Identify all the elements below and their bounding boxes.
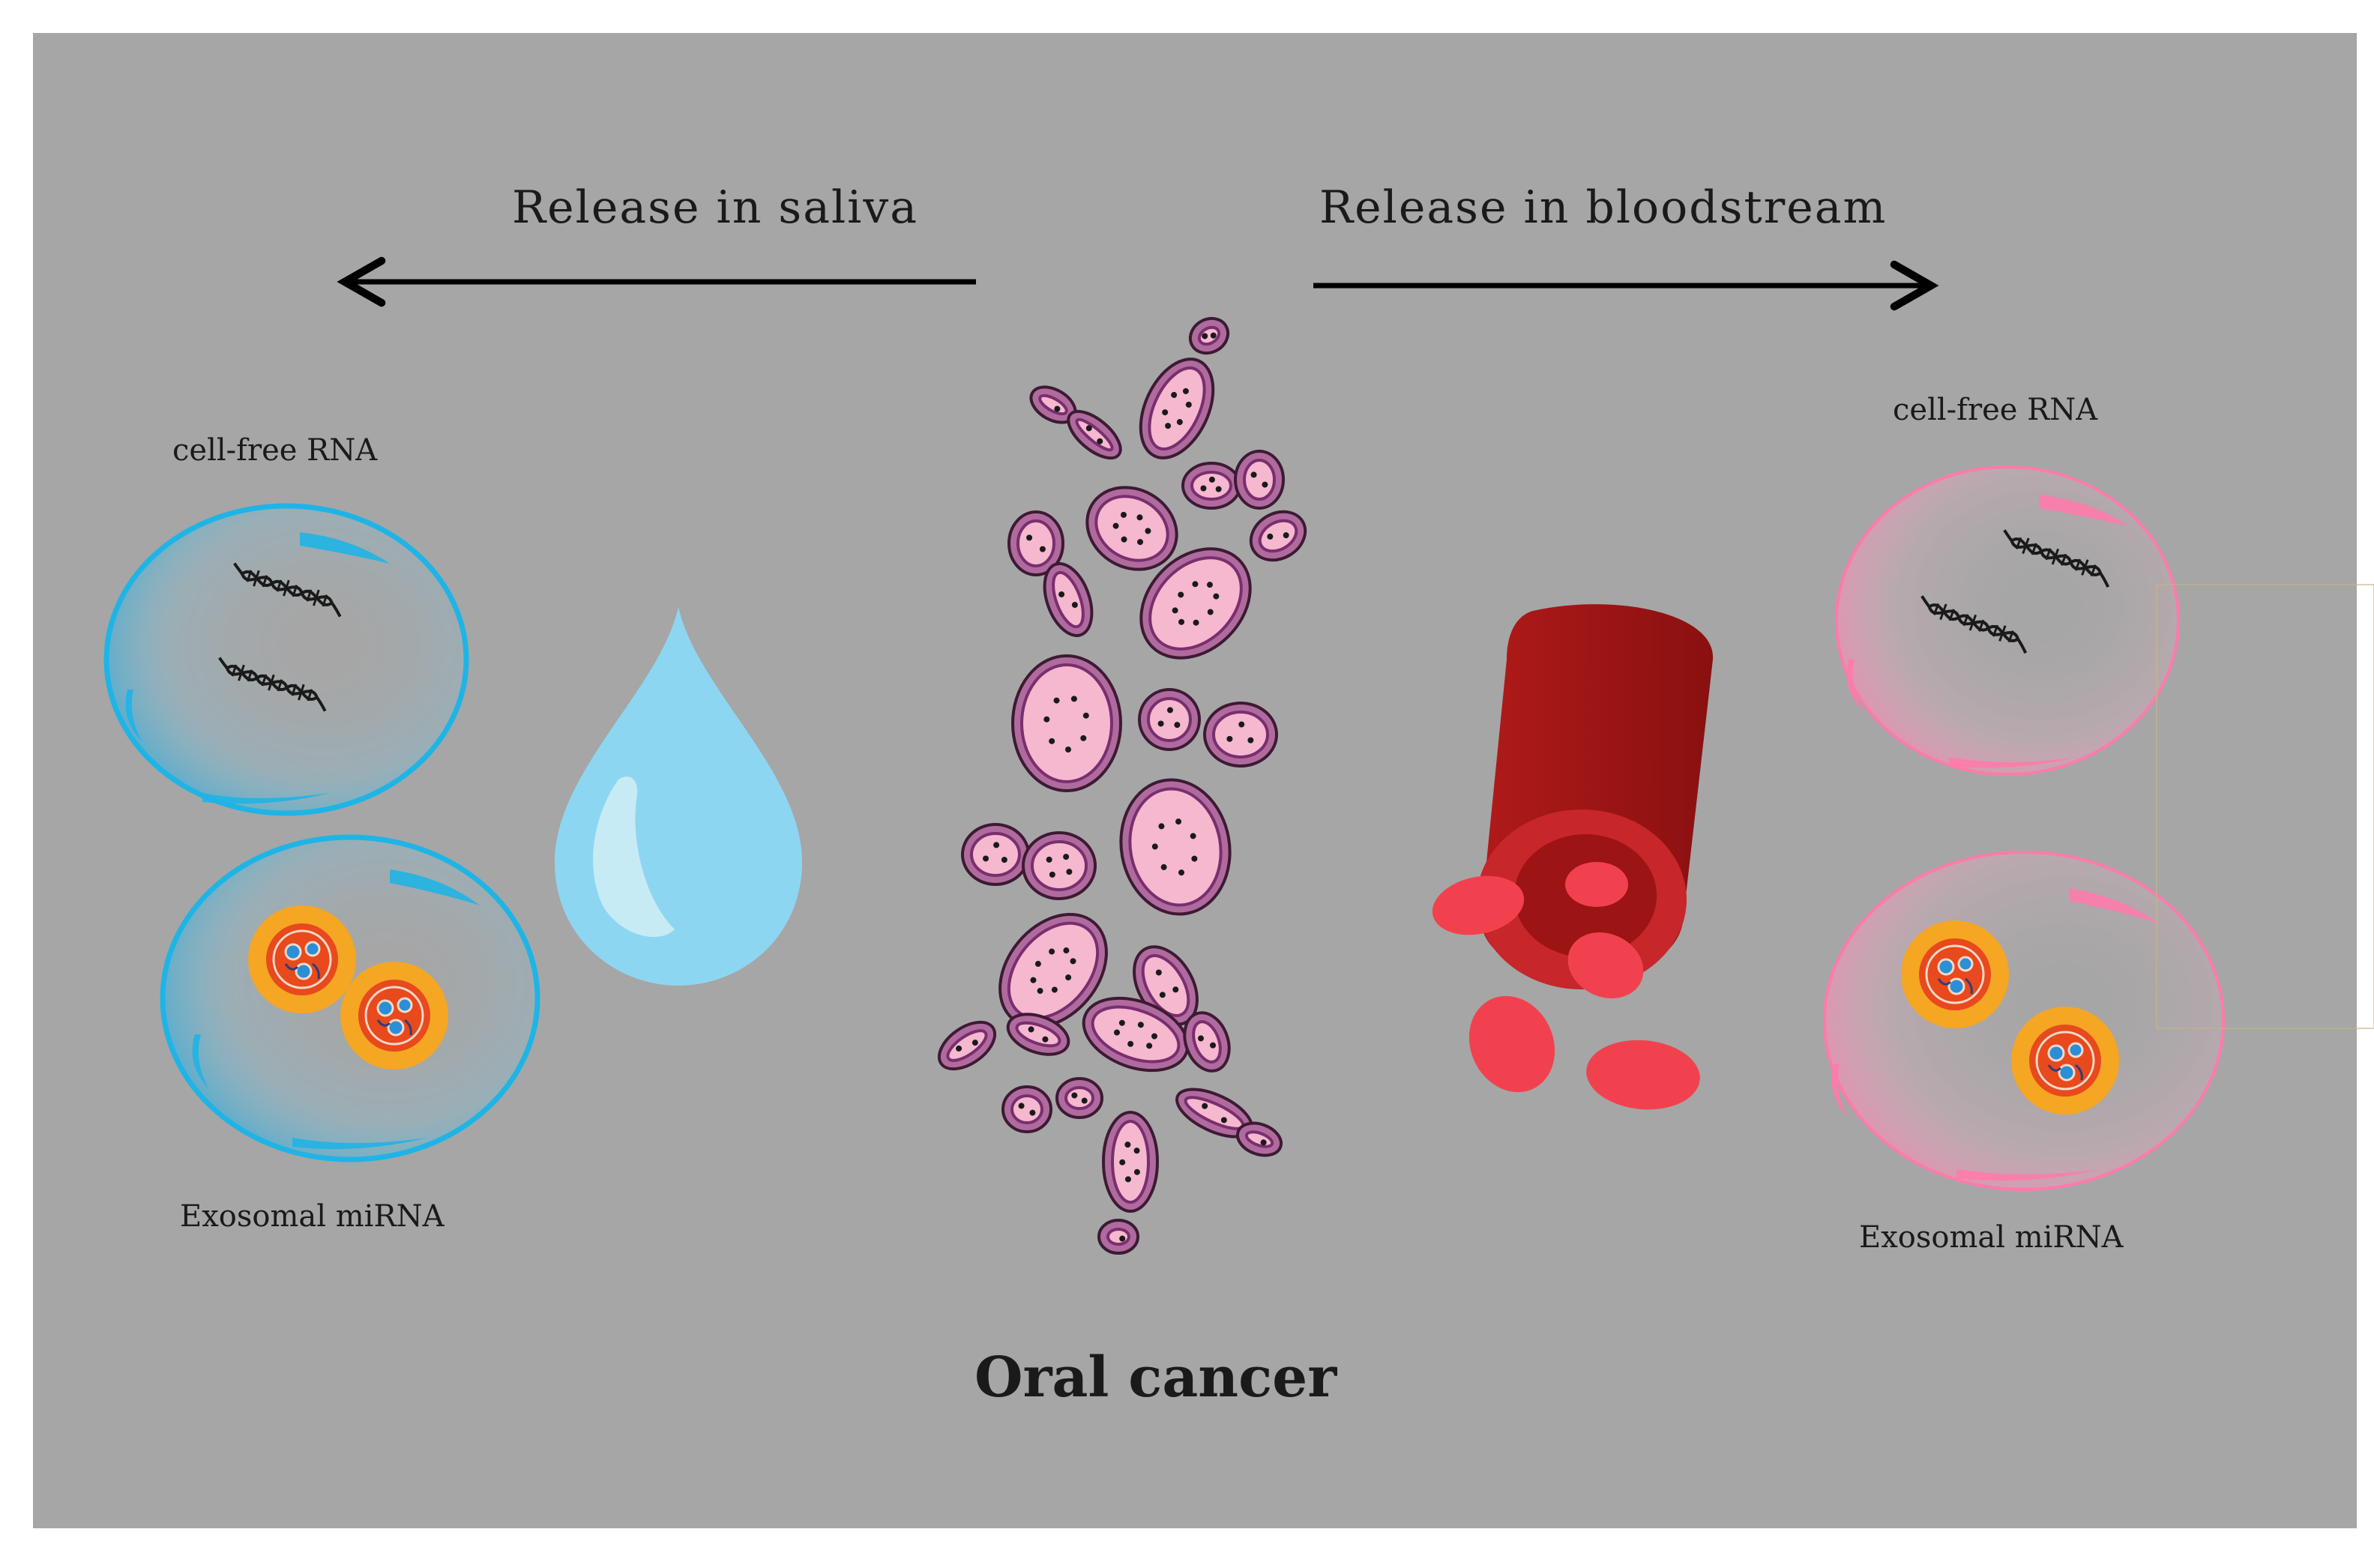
tumor-cell [1001, 1085, 1052, 1133]
right-exosomal-label: Exosomal miRNA [1859, 1220, 2124, 1255]
tumor-cell [1102, 1111, 1159, 1213]
tumor-cell [1188, 316, 1230, 355]
tumor-cell [1249, 510, 1307, 562]
left-cfrna-label: cell-free RNA [172, 433, 378, 468]
tumor-cell [1029, 385, 1077, 424]
tumor-cell [1067, 409, 1122, 460]
blood-exosome-vesicle [1823, 851, 2225, 1191]
red-blood-cell [1468, 995, 1555, 1093]
tumor-cell [1234, 450, 1285, 510]
tumor-cell [1007, 510, 1064, 576]
exosome-icon [339, 960, 450, 1071]
tumor-cell [1011, 654, 1122, 792]
tumor-cell [1139, 358, 1215, 459]
tumor-cell [1082, 996, 1190, 1073]
tumor-cell [937, 1020, 997, 1071]
right-cfrna-label: cell-free RNA [1893, 393, 2098, 427]
exosome-icon [247, 904, 358, 1015]
blood-vessel-icon [1477, 604, 1714, 989]
exosome-icon [2010, 1005, 2121, 1116]
red-blood-cells [1432, 862, 1700, 1110]
tumor-cell [1235, 1121, 1283, 1157]
saliva-droplet-icon [555, 607, 802, 986]
tumor-cell [1055, 1077, 1103, 1119]
tumor-cells-cluster [937, 316, 1307, 1255]
red-blood-cell [1432, 875, 1525, 935]
figure-title: Oral cancer [974, 1345, 1337, 1410]
tumor-cell [1181, 462, 1241, 510]
red-blood-cell [1565, 862, 1628, 907]
tumor-cell [1119, 778, 1232, 916]
tumor-cell [961, 823, 1030, 886]
exosome-icon [1899, 919, 2010, 1030]
bloodstream-release-label: Release in bloodstream [1319, 181, 1888, 234]
tumor-cell [1043, 562, 1094, 637]
blood-cfrna-vesicle [1835, 465, 2180, 776]
saliva-exosome-vesicle [160, 834, 540, 1163]
red-blood-cell [1567, 932, 1644, 998]
tumor-cell [1183, 1011, 1231, 1073]
frame-outline [2156, 584, 2374, 1029]
tumor-cell [998, 912, 1108, 1029]
tumor-cell [1022, 831, 1097, 900]
tumor-cell [1006, 1013, 1070, 1056]
tumor-cell [1085, 486, 1178, 571]
saliva-release-label: Release in saliva [512, 181, 919, 234]
tumor-cell [1138, 688, 1201, 751]
tumor-cell [1139, 547, 1252, 660]
saliva-cfrna-vesicle [103, 503, 469, 816]
tumor-cell [1203, 702, 1278, 768]
tumor-cell [1097, 1219, 1139, 1255]
left-exosomal-label: Exosomal miRNA [180, 1199, 445, 1234]
red-blood-cell [1586, 1040, 1700, 1110]
